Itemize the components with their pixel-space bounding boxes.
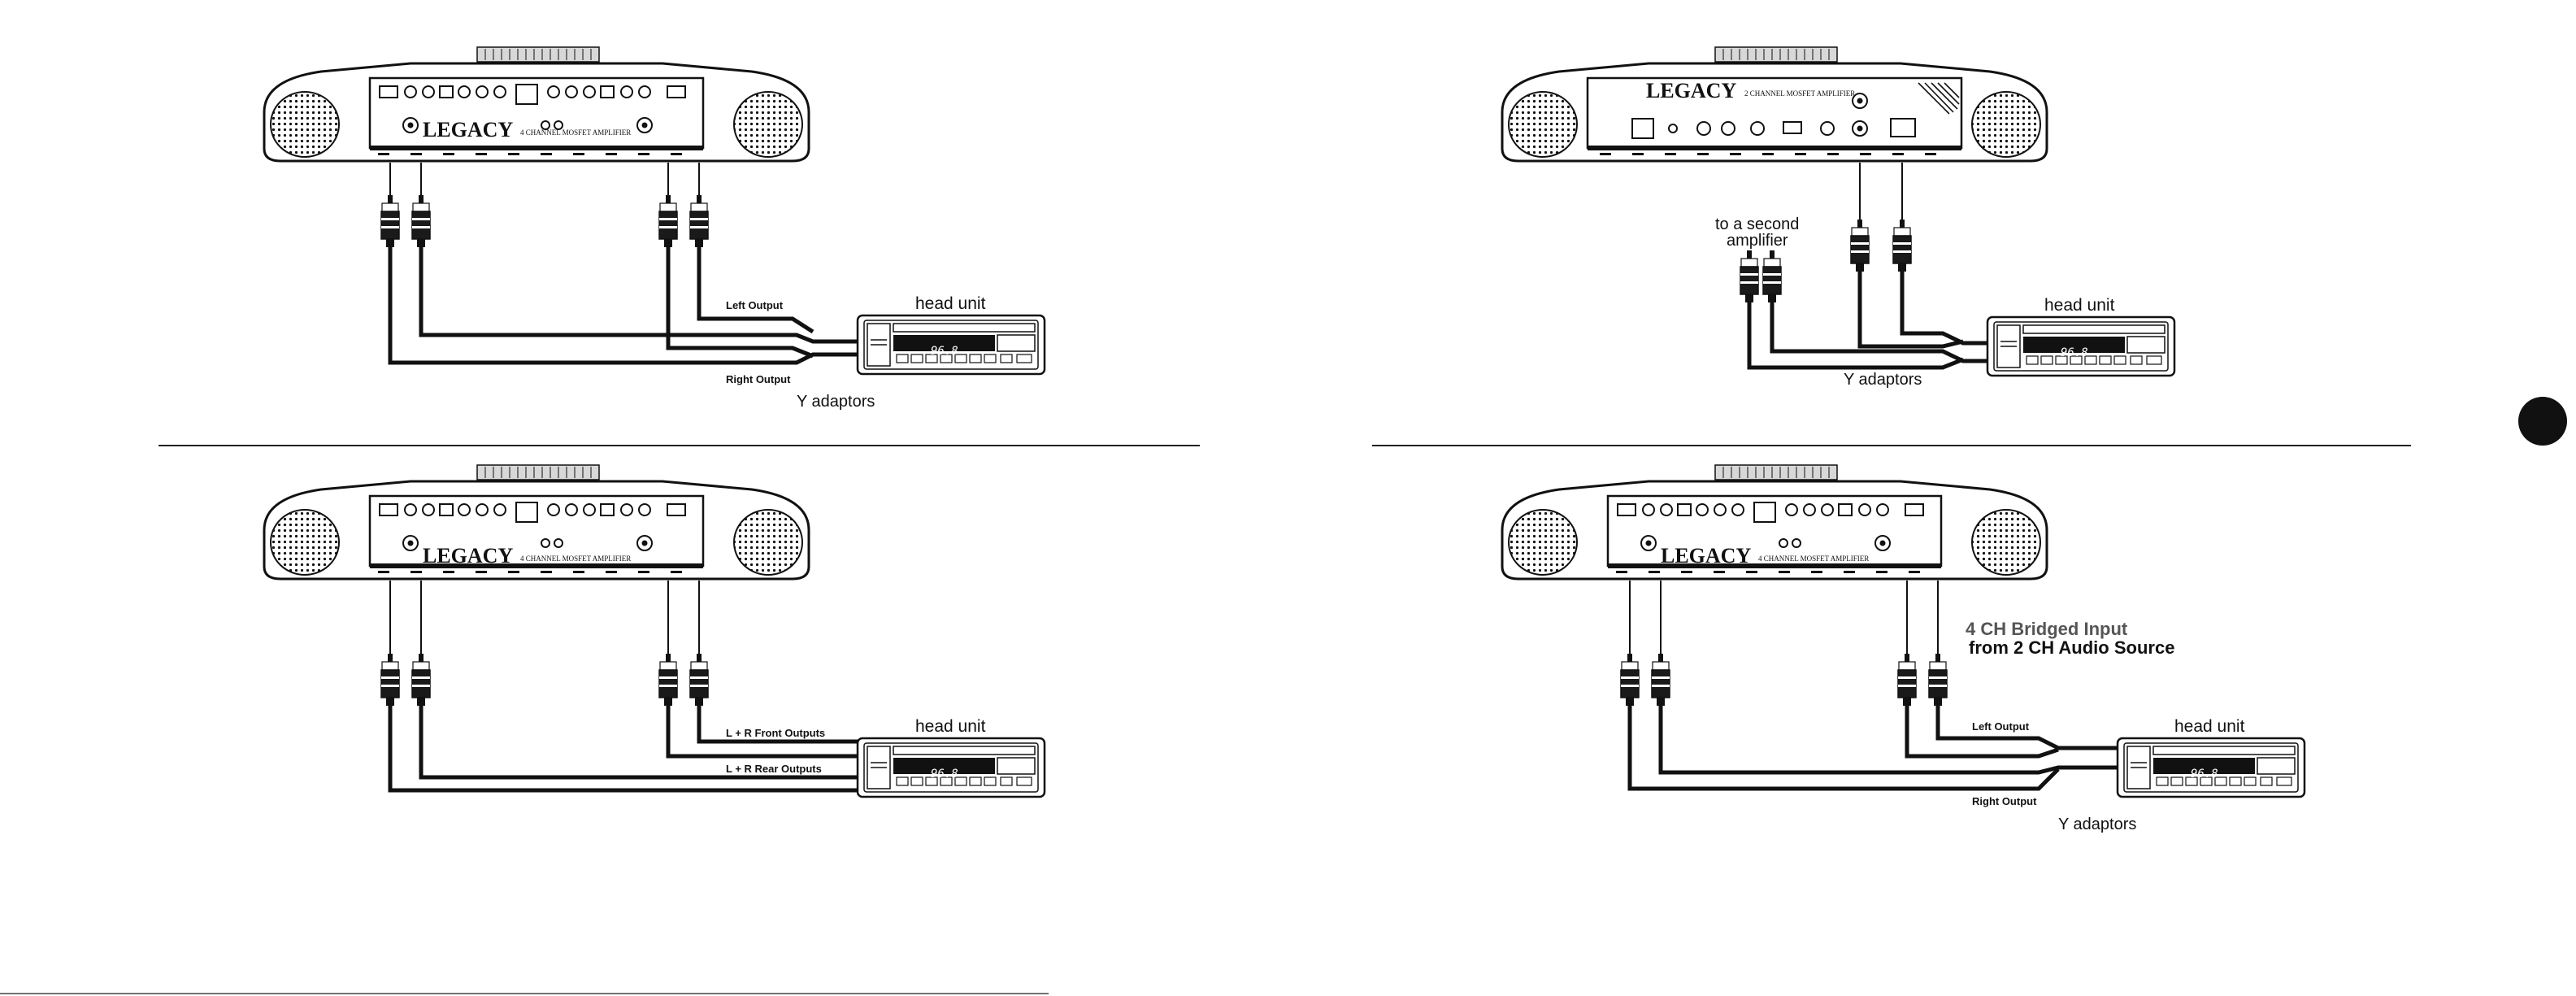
amp-model: 4 CHANNEL MOSFET AMPLIFIER bbox=[520, 128, 631, 137]
head-unit-display: 96.8 bbox=[931, 768, 958, 781]
rca-plug bbox=[1850, 219, 1870, 272]
rca-plug bbox=[1897, 653, 1917, 707]
rca-plug bbox=[380, 653, 400, 707]
amplifier-2ch bbox=[1502, 47, 2047, 161]
head-unit-label: head unit bbox=[915, 717, 986, 736]
cable bbox=[388, 706, 860, 793]
second-amp-label: to a second bbox=[1715, 215, 1799, 233]
page-marker-dot bbox=[2518, 397, 2567, 446]
y-adaptor-label: Y adaptors bbox=[1844, 371, 1922, 389]
amp-brand: LEGACY bbox=[1661, 544, 1751, 568]
cable bbox=[1900, 272, 1989, 346]
y-adaptor-label: Y adaptors bbox=[797, 393, 875, 411]
output-label-left: Left Output bbox=[726, 299, 784, 311]
cable bbox=[1658, 706, 2120, 775]
head-unit-label: head unit bbox=[2044, 296, 2115, 315]
panel-bottom-left: LEGACY 4 CHANNEL MOSFET AMPLIFIER L + R … bbox=[264, 465, 1046, 798]
rca-plug bbox=[1928, 653, 1948, 707]
amp-model: 2 CHANNEL MOSFET AMPLIFIER bbox=[1744, 89, 1855, 98]
cable bbox=[1905, 706, 2059, 759]
output-label-left: Left Output bbox=[1972, 720, 2030, 733]
amplifier-4ch bbox=[264, 47, 809, 161]
head-unit-label: head unit bbox=[915, 294, 986, 313]
cable bbox=[1770, 302, 1989, 363]
rca-plug bbox=[380, 194, 400, 248]
cable bbox=[1857, 272, 1964, 349]
head-unit-display: 96.8 bbox=[2191, 768, 2218, 781]
cable bbox=[1935, 706, 2120, 750]
rca-plug bbox=[1651, 653, 1670, 707]
cable bbox=[388, 247, 860, 365]
rca-plug bbox=[658, 194, 678, 248]
amp-brand: LEGACY bbox=[1646, 79, 1736, 102]
head-unit-label: head unit bbox=[2174, 717, 2245, 736]
panel-bottom-right: LEGACY 4 CHANNEL MOSFET AMPLIFIER 4 CH B… bbox=[1502, 465, 2306, 833]
output-label-rear: L + R Rear Outputs bbox=[726, 763, 822, 775]
cable bbox=[666, 706, 860, 759]
cable bbox=[419, 706, 860, 780]
amp-brand: LEGACY bbox=[423, 544, 513, 568]
output-label-right: Right Output bbox=[726, 373, 791, 385]
second-amp-label-2: amplifier bbox=[1727, 232, 1788, 250]
y-adaptor-label: Y adaptors bbox=[2058, 816, 2136, 833]
cable bbox=[666, 247, 814, 359]
rca-plug bbox=[689, 653, 709, 707]
panel-top-left: LEGACY 4 CHANNEL MOSFET AMPLIFIER Left O… bbox=[264, 47, 1046, 411]
rca-plug bbox=[1892, 219, 1912, 272]
rca-plug bbox=[1620, 653, 1640, 707]
amp-model: 4 CHANNEL MOSFET AMPLIFIER bbox=[1758, 555, 1869, 563]
diagram-title: 4 CH Bridged Input bbox=[1966, 619, 2128, 639]
rca-plug bbox=[411, 194, 431, 248]
rca-plug bbox=[1740, 250, 1759, 303]
rca-plug bbox=[411, 653, 431, 707]
panel-top-right: LEGACY 2 CHANNEL MOSFET AMPLIFIER to a s… bbox=[1502, 47, 2176, 389]
rca-plug bbox=[1762, 250, 1782, 303]
cable bbox=[419, 247, 860, 344]
output-label-right: Right Output bbox=[1972, 795, 2037, 807]
cable bbox=[1627, 706, 2060, 791]
head-unit-display: 96.8 bbox=[931, 345, 958, 358]
output-label-front: L + R Front Outputs bbox=[726, 727, 825, 739]
rca-plug bbox=[658, 653, 678, 707]
head-unit-display: 96.8 bbox=[2061, 346, 2088, 359]
cable bbox=[697, 706, 860, 744]
amp-brand: LEGACY bbox=[423, 118, 513, 141]
rca-plug bbox=[689, 194, 709, 248]
cable bbox=[697, 247, 815, 334]
cable bbox=[1747, 302, 1964, 370]
amp-model: 4 CHANNEL MOSFET AMPLIFIER bbox=[520, 555, 631, 563]
diagram-subtitle: from 2 CH Audio Source bbox=[1969, 637, 2174, 658]
